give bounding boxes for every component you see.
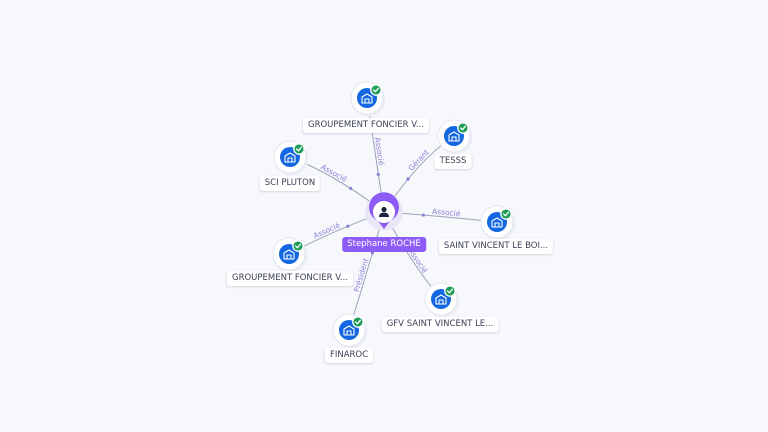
company-label-saint-vincent[interactable]: SAINT VINCENT LE BOI... bbox=[438, 239, 554, 254]
company-label-gf-top[interactable]: GROUPEMENT FONCIER V... bbox=[302, 118, 430, 133]
company-building-icon bbox=[361, 93, 373, 104]
edge-arrow bbox=[406, 177, 410, 181]
verified-check-icon bbox=[500, 208, 512, 220]
company-node-tesss[interactable] bbox=[437, 119, 473, 155]
company-label-gf-left[interactable]: GROUPEMENT FONCIER V... bbox=[226, 271, 354, 286]
edge-arrow bbox=[346, 224, 350, 228]
edge-arrow bbox=[421, 213, 425, 217]
edge-relation-label: Président bbox=[352, 257, 371, 293]
company-building-icon bbox=[283, 249, 295, 260]
company-node-finaroc[interactable] bbox=[332, 313, 368, 349]
verified-check-icon bbox=[370, 84, 382, 96]
verified-check-icon bbox=[352, 316, 364, 328]
verified-check-icon bbox=[444, 285, 456, 297]
company-building-icon bbox=[435, 294, 447, 305]
center-name-label[interactable]: Stephane ROCHE bbox=[342, 237, 426, 252]
person-icon bbox=[379, 206, 389, 217]
company-building-icon bbox=[284, 152, 296, 163]
center-person-node[interactable] bbox=[365, 192, 403, 231]
edge-arrow bbox=[370, 251, 375, 255]
company-building-icon bbox=[343, 325, 355, 336]
edge-relation-label: Gérant bbox=[407, 148, 431, 173]
company-label-sci-pluton[interactable]: SCI PLUTON bbox=[259, 176, 321, 191]
verified-check-icon bbox=[293, 143, 305, 155]
verified-check-icon bbox=[292, 240, 304, 252]
company-node-gf-top[interactable] bbox=[350, 81, 386, 117]
company-node-sci-pluton[interactable] bbox=[273, 140, 309, 176]
company-building-icon bbox=[491, 217, 503, 228]
edge-relation-label: Associé bbox=[312, 220, 342, 240]
company-node-gfv[interactable] bbox=[424, 282, 460, 318]
edge-arrow bbox=[349, 186, 353, 191]
company-nodes-layer bbox=[272, 81, 516, 349]
edge-relation-label: Associé bbox=[373, 136, 386, 166]
company-label-gfv[interactable]: GFV SAINT VINCENT LE... bbox=[381, 317, 499, 332]
company-label-finaroc[interactable]: FINAROC bbox=[324, 348, 374, 363]
edge-arrow bbox=[376, 172, 380, 176]
company-node-gf-left[interactable] bbox=[272, 237, 308, 273]
company-node-saint-vincent[interactable] bbox=[480, 205, 516, 241]
company-label-tesss[interactable]: TESSS bbox=[434, 154, 472, 169]
edge-relation-label: Associé bbox=[432, 207, 461, 219]
company-building-icon bbox=[448, 131, 460, 142]
verified-check-icon bbox=[457, 122, 469, 134]
